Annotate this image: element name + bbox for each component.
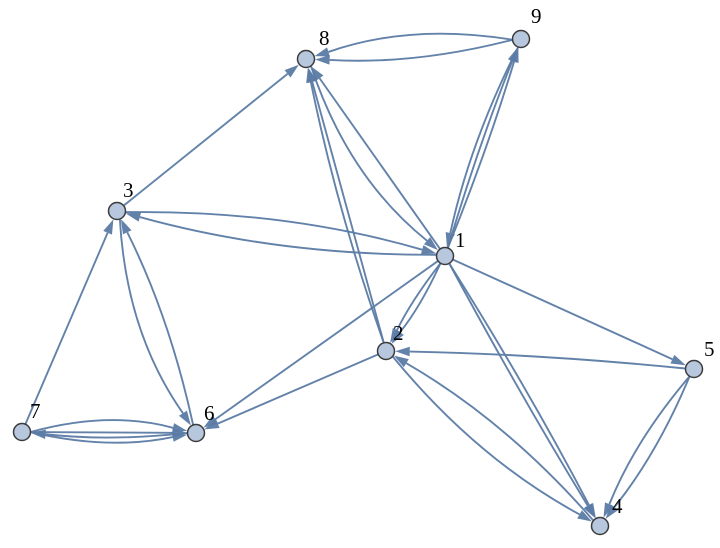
graph-node-7[interactable]: [12, 422, 32, 442]
graph-node-3[interactable]: [107, 201, 127, 221]
node-label-3: 3: [123, 178, 134, 202]
arrowhead-1-to-3: [125, 212, 142, 222]
arrowhead-5-to-4: [605, 504, 619, 519]
node-label-4: 4: [612, 494, 623, 518]
node-label-2: 2: [393, 321, 404, 345]
graph-node-6[interactable]: [186, 423, 206, 443]
edge-3-to-1: [125, 211, 423, 251]
arrowhead-7-to-3: [103, 219, 114, 235]
graph-node-4[interactable]: [590, 516, 610, 536]
arrowhead-1-to-5: [670, 354, 686, 366]
edge-1-to-5: [452, 258, 673, 361]
arrowhead-1-to-4: [584, 502, 596, 519]
edge-1-to-4: [448, 262, 589, 507]
edge-1-to-9: [446, 61, 515, 249]
node-circle-5[interactable]: [684, 359, 704, 379]
node-label-7: 7: [30, 399, 41, 423]
edge-2-to-6: [217, 353, 379, 425]
node-label-6: 6: [204, 401, 215, 425]
graph-node-8[interactable]: [296, 49, 316, 69]
node-circle-2[interactable]: [376, 341, 396, 361]
node-circle-7[interactable]: [12, 422, 32, 442]
arrowhead-8-to-1: [423, 237, 438, 251]
arrowhead-3-to-6: [178, 410, 191, 426]
edge-5-to-4: [608, 375, 691, 505]
edge-7-to-6: [30, 419, 174, 433]
node-circle-8[interactable]: [296, 49, 316, 69]
arrowhead-4-to-2: [393, 355, 409, 368]
node-label-8: 8: [319, 26, 330, 50]
arrowhead-5-to-2: [395, 346, 410, 357]
edge-5-to-4: [613, 375, 691, 508]
node-label-9: 9: [531, 4, 542, 28]
edge-7-to-3: [24, 232, 109, 425]
arrowhead-6-to-7: [31, 429, 46, 439]
arrowhead-1-to-6: [203, 415, 219, 428]
arrowhead-9-to-8: [315, 55, 330, 65]
arrowhead-3-to-1: [420, 245, 437, 255]
edge-group: [24, 32, 691, 522]
graph-node-2[interactable]: [376, 341, 396, 361]
node-circle-9[interactable]: [511, 29, 531, 49]
edge-9-to-8: [328, 32, 513, 53]
graph-node-1[interactable]: [435, 246, 455, 266]
arrowhead-1-to-8: [311, 66, 324, 81]
arrowhead-2-to-8: [306, 67, 316, 84]
arrowhead-3-to-8: [284, 64, 299, 78]
edge-9-to-1: [449, 46, 520, 234]
arrowhead-9-to-1: [445, 232, 455, 248]
edge-2-to-8: [311, 81, 385, 344]
edge-1-to-4: [448, 262, 590, 506]
edge-1-to-2: [396, 262, 442, 331]
node-label-1: 1: [455, 228, 466, 252]
edge-4-to-2: [405, 362, 595, 522]
node-label-5: 5: [704, 337, 715, 361]
node-circle-6[interactable]: [186, 423, 206, 443]
edge-1-to-3: [139, 216, 437, 256]
edge-1-to-9: [446, 60, 514, 249]
arrowhead-6-to-3: [120, 219, 132, 235]
arrowhead-2-to-4: [577, 510, 592, 522]
edge-5-to-2: [409, 350, 686, 370]
edge-3-to-6: [118, 218, 184, 414]
graph-node-9[interactable]: [511, 29, 531, 49]
node-group: [12, 29, 704, 536]
edge-1-to-6: [214, 260, 439, 420]
node-circle-4[interactable]: [590, 516, 610, 536]
edge-9-to-8: [329, 38, 513, 62]
arrowhead-9-to-8: [314, 47, 330, 57]
edge-6-to-3: [126, 231, 195, 426]
node-circle-1[interactable]: [435, 246, 455, 266]
node-circle-3[interactable]: [107, 201, 127, 221]
edge-1-to-8: [318, 77, 441, 250]
graph-node-5[interactable]: [684, 359, 704, 379]
arrowhead-1-to-2: [391, 329, 404, 344]
edge-8-to-1: [309, 65, 428, 242]
edge-7-to-6: [30, 431, 173, 434]
edge-2-to-4: [391, 355, 580, 516]
edge-6-to-7: [45, 432, 188, 439]
edge-1-to-2: [399, 262, 442, 333]
edge-3-to-8: [123, 73, 289, 207]
edge-7-to-6: [30, 431, 174, 444]
